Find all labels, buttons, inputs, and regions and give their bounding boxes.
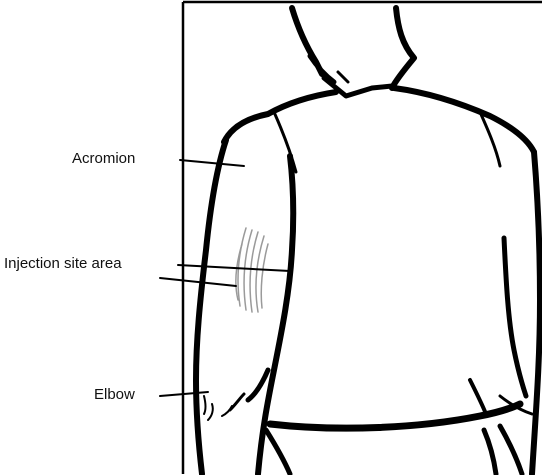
elbow-label: Elbow <box>94 386 135 404</box>
shoulder-outline <box>224 88 534 172</box>
injection-site-leader-line <box>178 265 290 271</box>
leader-lines <box>160 160 290 396</box>
head-outline <box>292 8 414 88</box>
lower-body-outline <box>266 430 496 474</box>
injection-site-leader-line-2 <box>160 278 236 286</box>
acromion-leader-line <box>180 160 244 166</box>
injection-site-label: Injection site area <box>4 255 122 273</box>
right-arm-outline <box>500 152 540 474</box>
back-outline <box>270 238 526 428</box>
acromion-label: Acromion <box>72 150 135 168</box>
elbow-creases <box>204 394 244 420</box>
